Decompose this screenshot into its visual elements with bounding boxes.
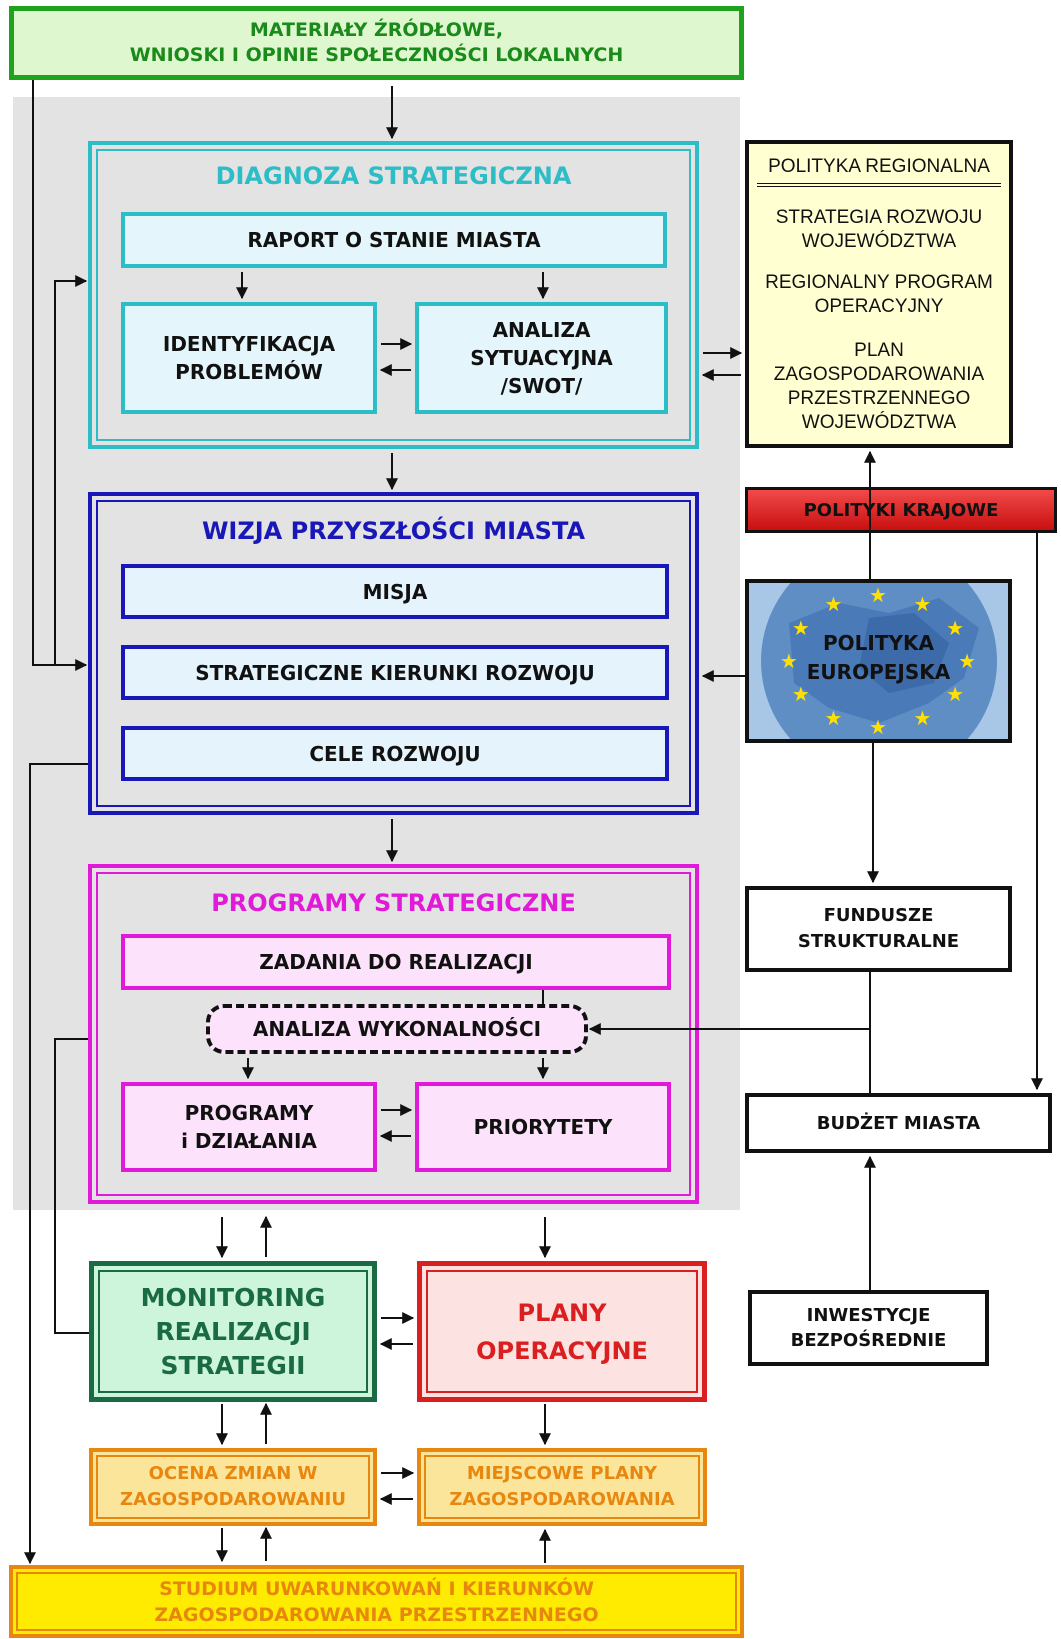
programy-dzialania-line1: PROGRAMY bbox=[184, 1101, 314, 1125]
misja-box: MISJA bbox=[121, 564, 669, 619]
eu-star-icon: ★ bbox=[913, 706, 932, 731]
analiza-swot-box: ANALIZA SYTUACYJNA /SWOT/ bbox=[415, 302, 668, 414]
polityka-europejska-line1: POLITYKA bbox=[823, 631, 934, 655]
eu-star-icon: ★ bbox=[824, 706, 843, 731]
fundusze-line2: STRUKTURALNE bbox=[797, 931, 960, 952]
source-materials-line2: WNIOSKI I OPINIE SPOŁECZNOŚCI LOKALNYCH bbox=[129, 44, 624, 66]
miejscowe-plany-box: MIEJSCOWE PLANY ZAGOSPODAROWANIA bbox=[417, 1448, 707, 1526]
inwestycje-line1: INWESTYCJE bbox=[806, 1305, 931, 1326]
plany-operacyjne-line1: PLANY bbox=[517, 1298, 607, 1327]
monitoring-box: MONITORING REALIZACJI STRATEGII bbox=[89, 1261, 377, 1402]
eu-star-icon: ★ bbox=[946, 616, 965, 640]
inwestycje-box: INWESTYCJE BEZPOŚREDNIE bbox=[748, 1290, 989, 1366]
eu-map-landmass-center bbox=[859, 613, 949, 693]
identyfikacja-line1: IDENTYFIKACJA bbox=[162, 332, 336, 356]
ocena-line1: OCENA ZMIAN W bbox=[148, 1463, 318, 1484]
identyfikacja-line2: PROBLEMÓW bbox=[175, 360, 323, 384]
strategia-rozwoju-text: STRATEGIA ROZWOJU WOJEWÓDZTWA bbox=[749, 206, 1009, 254]
polityka-regionalna-underline bbox=[757, 183, 1001, 187]
identyfikacja-box: IDENTYFIKACJA PROBLEMÓW bbox=[121, 302, 377, 414]
budzet-miasta-box: BUDŻET MIASTA bbox=[745, 1093, 1052, 1153]
programy-dzialania-box: PROGRAMY i DZIAŁANIA bbox=[121, 1082, 377, 1172]
plan-zagospodarowania-text: PLAN ZAGOSPODAROWANIA PRZESTRZENNEGO WOJ… bbox=[749, 338, 1009, 436]
analiza-line1: ANALIZA bbox=[492, 318, 591, 342]
ocena-zmian-box: OCENA ZMIAN W ZAGOSPODAROWANIU bbox=[89, 1448, 377, 1526]
miejscowe-line2: ZAGOSPODAROWANIA bbox=[449, 1489, 675, 1510]
analiza-line3: /SWOT/ bbox=[500, 374, 583, 398]
eu-star-icon: ★ bbox=[791, 682, 810, 706]
eu-star-icon: ★ bbox=[824, 591, 843, 616]
analiza-wykonalnosci-box: ANALIZA WYKONALNOŚCI bbox=[206, 1004, 588, 1054]
programy-title: PROGRAMY STRATEGICZNE bbox=[211, 889, 576, 917]
cele-box: CELE ROZWOJU bbox=[121, 726, 669, 781]
eu-star-icon: ★ bbox=[913, 591, 932, 616]
zadania-box: ZADANIA DO REALIZACJI bbox=[121, 934, 671, 990]
raport-box: RAPORT O STANIE MIASTA bbox=[121, 212, 667, 268]
studium-line1: STUDIUM UWARUNKOWAŃ I KIERUNKÓW bbox=[159, 1577, 594, 1600]
miejscowe-line1: MIEJSCOWE PLANY bbox=[466, 1463, 658, 1484]
line-cele-to-studium bbox=[24, 763, 88, 1565]
polityka-europejska-box: ★ ★ ★ ★ ★ ★ ★ ★ ★ ★ ★ ★ POLITYKA EUROPEJSKA bbox=[745, 579, 1012, 743]
eu-star-icon: ★ bbox=[869, 715, 887, 739]
rpo-line1: REGIONALNY PROGRAM bbox=[765, 272, 993, 293]
polityka-europejska-line2: EUROPEJSKA bbox=[806, 660, 951, 684]
plan-line1: PLAN bbox=[854, 340, 904, 361]
rpo-line2: OPERACYJNY bbox=[814, 296, 944, 317]
inwestycje-line2: BEZPOŚREDNIE bbox=[790, 1330, 947, 1351]
analiza-line2: SYTUACYJNA bbox=[470, 346, 613, 370]
polityki-krajowe-box: POLITYKI KRAJOWE bbox=[745, 487, 1057, 533]
line-source-to-wizja bbox=[32, 80, 88, 671]
fundusze-box: FUNDUSZE STRUKTURALNE bbox=[745, 886, 1012, 972]
plany-operacyjne-box: PLANY OPERACYJNE bbox=[417, 1261, 707, 1402]
polityka-europejska-text: POLITYKA EUROPEJSKA bbox=[749, 623, 1008, 693]
programy-dzialania-line2: i DZIAŁANIA bbox=[181, 1129, 317, 1153]
kierunki-box: STRATEGICZNE KIERUNKI ROZWOJU bbox=[121, 645, 669, 700]
diagnoza-title: DIAGNOZA STRATEGICZNA bbox=[215, 162, 572, 190]
monitoring-line1: MONITORING bbox=[140, 1282, 326, 1312]
source-materials-box: MATERIAŁY ŹRÓDŁOWE, WNIOSKI I OPINIE SPO… bbox=[9, 6, 744, 80]
plan-line2: ZAGOSPODAROWANIA bbox=[773, 364, 985, 385]
monitoring-line2: REALIZACJI bbox=[155, 1316, 311, 1346]
studium-line2: ZAGOSPODAROWANIA PRZESTRZENNEGO bbox=[154, 1603, 599, 1626]
eu-star-icon: ★ bbox=[791, 616, 810, 640]
eu-star-icon: ★ bbox=[958, 649, 977, 673]
strategia-line2: WOJEWÓDZTWA bbox=[801, 231, 957, 252]
priorytety-box: PRIORYTETY bbox=[415, 1082, 671, 1172]
monitoring-line3: STRATEGII bbox=[160, 1350, 306, 1380]
polityka-regionalna-title: POLITYKA REGIONALNA bbox=[768, 156, 990, 177]
studium-box: STUDIUM UWARUNKOWAŃ I KIERUNKÓW ZAGOSPOD… bbox=[9, 1565, 744, 1638]
plany-operacyjne-line2: OPERACYJNE bbox=[476, 1336, 648, 1365]
eu-star-icon: ★ bbox=[869, 583, 887, 607]
eu-star-icon: ★ bbox=[946, 682, 965, 706]
plan-line3: PRZESTRZENNEGO bbox=[787, 388, 971, 409]
ocena-line2: ZAGOSPODAROWANIU bbox=[120, 1489, 346, 1510]
rpo-text: REGIONALNY PROGRAM OPERACYJNY bbox=[749, 271, 1009, 319]
strategia-line1: STRATEGIA ROZWOJU bbox=[775, 207, 983, 228]
source-materials-line1: MATERIAŁY ŹRÓDŁOWE, bbox=[249, 19, 504, 41]
plan-line4: WOJEWÓDZTWA bbox=[801, 412, 957, 433]
wizja-title: WIZJA PRZYSZŁOŚCI MIASTA bbox=[201, 517, 586, 545]
eu-star-icon: ★ bbox=[779, 649, 798, 673]
eu-map-illustration bbox=[749, 583, 1008, 739]
fundusze-line1: FUNDUSZE bbox=[823, 905, 934, 926]
line-programy-to-monitoring bbox=[54, 1038, 89, 1334]
line-to-diagnoza-left bbox=[54, 275, 88, 665]
polityka-regionalna-box: POLITYKA REGIONALNA STRATEGIA ROZWOJU WO… bbox=[745, 140, 1013, 448]
